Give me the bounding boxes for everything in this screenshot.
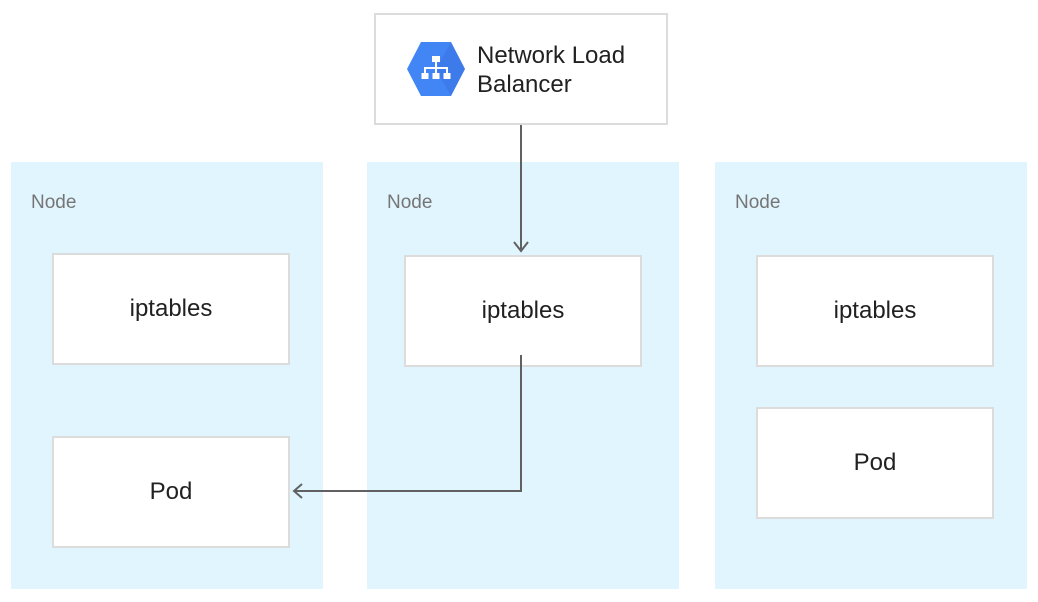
iptables-to-pod-arrow-line xyxy=(294,355,522,492)
network-load-balancer-icon xyxy=(407,42,465,96)
lb-label-line2: Balancer xyxy=(477,71,572,98)
node-1-label: Node xyxy=(31,192,77,213)
node-3-iptables-box: iptables xyxy=(756,255,994,367)
node-3-pod-box: Pod xyxy=(756,407,994,519)
node-1-pod-box: Pod xyxy=(52,436,290,548)
node-2-label: Node xyxy=(387,192,433,213)
node-2: Node xyxy=(367,162,679,589)
lb-to-iptables-arrowhead xyxy=(513,241,529,253)
node-3-label: Node xyxy=(735,192,781,213)
node-2-iptables-box: iptables xyxy=(404,255,642,367)
lb-label-line1: Network Load xyxy=(477,42,626,69)
node-1-iptables-box: iptables xyxy=(52,253,290,365)
network-load-balancer-label: Network Load Balancer xyxy=(477,41,625,99)
network-load-balancer-box: Network Load Balancer xyxy=(374,13,668,125)
iptables-to-pod-arrowhead xyxy=(292,483,303,499)
